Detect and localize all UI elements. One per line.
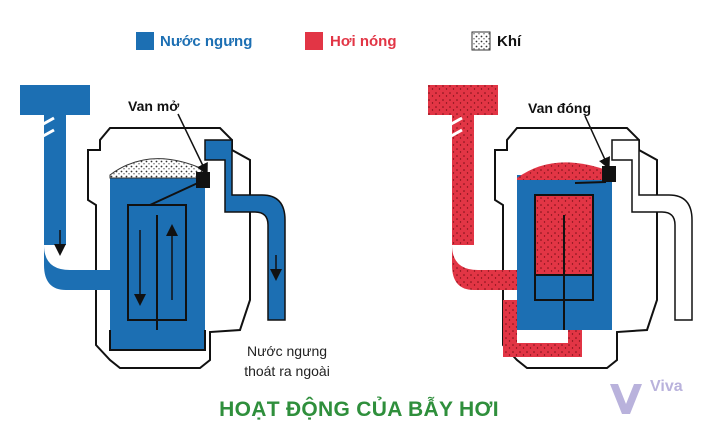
legend-item-air: Khí: [497, 30, 521, 52]
right-trap: [428, 85, 693, 369]
outlet-note-line1: Nước ngưng: [246, 343, 328, 359]
legend-label-air: Khí: [497, 32, 522, 50]
outlet-note-line2: thoát ra ngoài: [244, 363, 330, 379]
valve-closed-label: Van đóng: [528, 100, 591, 116]
viva-logo-icon: [610, 384, 642, 414]
diagram-title: HOẠT ĐỘNG CỦA BẪY HƠI: [219, 398, 499, 421]
brand: Viva: [608, 378, 683, 396]
legend-swatch-air: [471, 31, 491, 51]
legend-label-steam: Hơi nóng: [330, 32, 397, 50]
brand-name: Viva: [650, 378, 683, 395]
legend-swatch-condensate: [136, 32, 154, 50]
legend-label-condensate: Nước ngưng: [160, 32, 253, 50]
legend-swatch-steam: [305, 32, 323, 50]
legend-item-steam: Hơi nóng: [330, 30, 396, 52]
valve-open-label: Van mở: [128, 98, 180, 114]
legend-item-condensate: Nước ngưng: [160, 30, 252, 52]
left-trap: [20, 85, 286, 369]
outlet-note: Nước ngưng thoát ra ngoài: [232, 341, 342, 381]
